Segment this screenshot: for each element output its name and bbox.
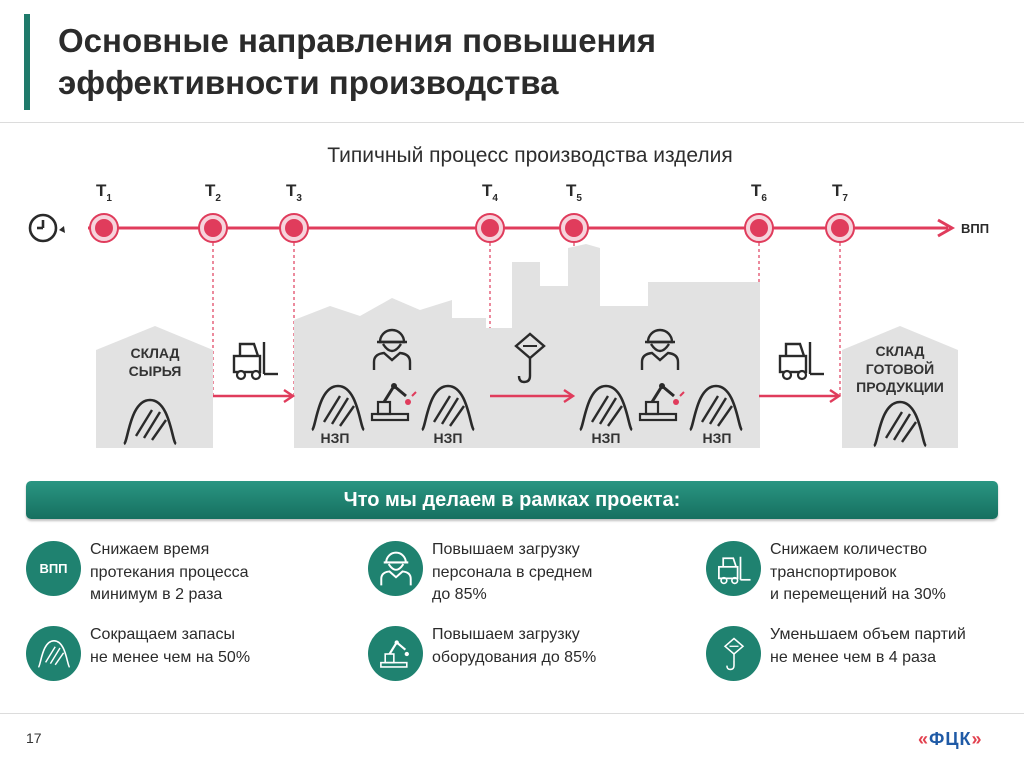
timeline-point-label: T3 bbox=[286, 181, 302, 204]
benefit-batch-size: Уменьшаем объем партий не менее чем в 4 … bbox=[706, 626, 1024, 692]
benefit-text: Снижаем количество транспортировок и пер… bbox=[770, 541, 946, 603]
flow-arrowhead-1 bbox=[283, 389, 296, 403]
clock-icon bbox=[28, 213, 65, 243]
robot-arm-icon bbox=[368, 626, 423, 681]
page-title: Основные направления повышения эффективн… bbox=[58, 20, 656, 104]
wip-label: НЗП bbox=[592, 430, 621, 446]
timeline-point bbox=[565, 219, 583, 237]
forklift-icon bbox=[706, 541, 761, 596]
forklift-icon bbox=[232, 340, 280, 381]
timeline-point-label: T5 bbox=[566, 181, 582, 204]
wip-label: НЗП bbox=[321, 430, 350, 446]
benefit-text: Повышаем загрузку оборудования до 85% bbox=[432, 626, 597, 666]
benefit-transport: Снижаем количество транспортировок и пер… bbox=[706, 541, 1024, 607]
benefit-equipment-load: Повышаем загрузку оборудования до 85% bbox=[368, 626, 688, 692]
timeline-end-label: ВПП bbox=[961, 221, 989, 236]
title-accent-bar bbox=[24, 14, 30, 110]
timeline-point-label: T2 bbox=[205, 181, 221, 204]
benefit-lead-time: ВПП Снижаем время протекания процесса ми… bbox=[26, 541, 346, 607]
production-process-diagram: ВПП T1 T2 T3 T4 T5 T6 T7 СКЛАД СЫРЬЯ СКЛАД ГОТ… bbox=[28, 181, 989, 448]
company-logo: «ФЦК» bbox=[918, 729, 983, 749]
benefit-text: Сокращаем запасы не менее чем на 50% bbox=[90, 626, 251, 666]
inventory-pile-icon bbox=[26, 626, 81, 681]
timeline-point-label: T7 bbox=[832, 181, 848, 204]
diagram-subtitle: Типичный процесс производства изделия bbox=[327, 144, 733, 167]
top-divider bbox=[0, 122, 1024, 123]
timeline-point-label: T1 bbox=[96, 181, 112, 204]
benefit-inventory: Сокращаем запасы не менее чем на 50% bbox=[26, 626, 346, 692]
timeline-arrowhead bbox=[937, 218, 956, 238]
timeline-point bbox=[95, 219, 113, 237]
timeline-point bbox=[285, 219, 303, 237]
forklift-icon bbox=[778, 340, 826, 381]
bottom-divider bbox=[0, 713, 1024, 714]
raw-warehouse-label-line1: СКЛАД bbox=[130, 345, 179, 361]
benefit-text: Снижаем время протекания процесса миниму… bbox=[90, 541, 249, 603]
worker-icon bbox=[368, 541, 423, 596]
wip-label: НЗП bbox=[703, 430, 732, 446]
timeline-point bbox=[204, 219, 222, 237]
finished-warehouse-label-line3: ПРОДУКЦИИ bbox=[856, 379, 944, 395]
logo-text: ФЦК bbox=[929, 729, 972, 749]
raw-warehouse-label-line2: СЫРЬЯ bbox=[129, 363, 182, 379]
timeline-point-label: T4 bbox=[482, 181, 498, 204]
timeline-point bbox=[481, 219, 499, 237]
flow-arrowhead-3 bbox=[829, 389, 842, 403]
timeline-point bbox=[831, 219, 849, 237]
wip-label: НЗП bbox=[434, 430, 463, 446]
finished-warehouse-label-line2: ГОТОВОЙ bbox=[866, 360, 934, 377]
benefit-text: Уменьшаем объем партий не менее чем в 4 … bbox=[770, 626, 966, 666]
crane-hook-icon bbox=[706, 626, 761, 681]
timeline-point-label: T6 bbox=[751, 181, 767, 204]
finished-warehouse-label-line1: СКЛАД bbox=[875, 343, 924, 359]
page-number: 17 bbox=[26, 730, 42, 746]
page-title-line2: эффективности производства bbox=[58, 64, 559, 101]
project-banner: Что мы делаем в рамках проекта: bbox=[26, 481, 998, 519]
benefit-staff-load: Повышаем загрузку персонала в среднем до… bbox=[368, 541, 688, 607]
vpp-badge: ВПП bbox=[26, 541, 81, 596]
raw-materials-warehouse bbox=[96, 326, 213, 448]
page-title-line1: Основные направления повышения bbox=[58, 22, 657, 59]
flow-arrowhead-2 bbox=[563, 389, 576, 403]
timeline-point bbox=[750, 219, 768, 237]
benefit-text: Повышаем загрузку персонала в среднем до… bbox=[432, 541, 593, 603]
finished-goods-warehouse bbox=[842, 326, 958, 448]
